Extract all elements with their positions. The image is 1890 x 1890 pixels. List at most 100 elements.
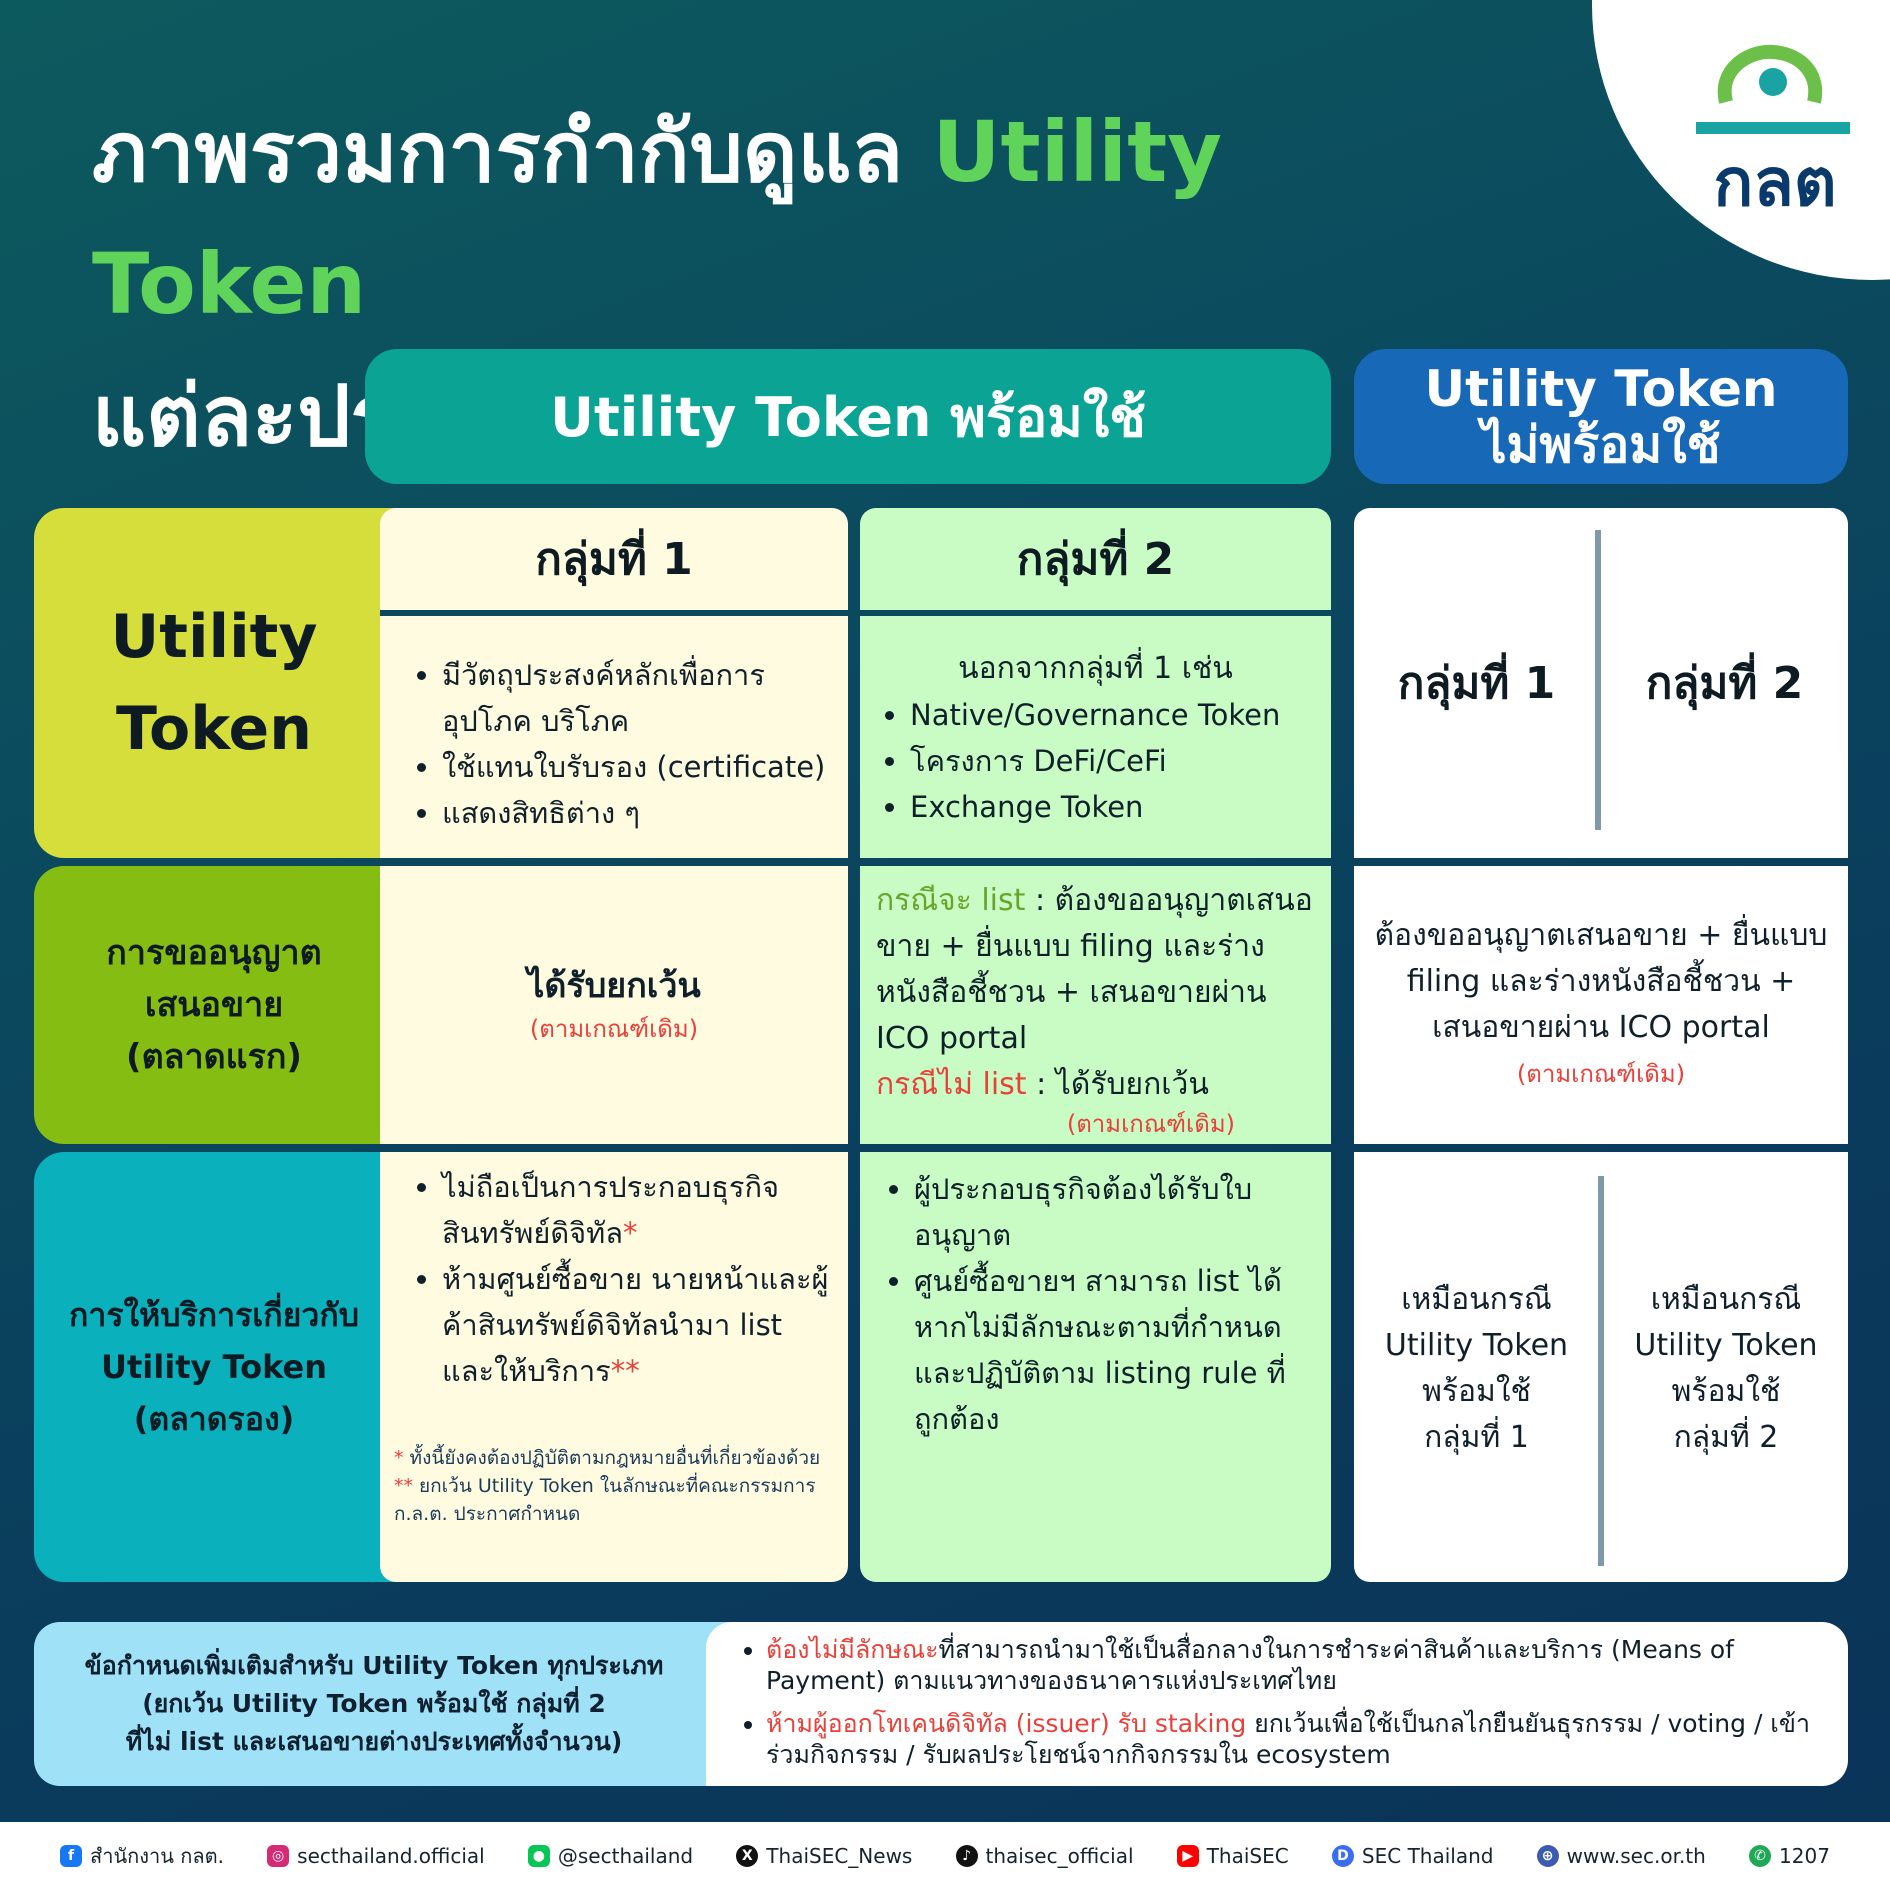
column-divider <box>1598 1176 1604 1566</box>
phone-icon: ✆ <box>1749 1845 1772 1867</box>
extra-label-line1: ข้อกำหนดเพิ่มเติมสำหรับ Utility Token ทุ… <box>84 1651 664 1680</box>
line: กลุ่มที่ 2 <box>1673 1420 1779 1455</box>
group2-title: กลุ่มที่ 2 <box>1016 534 1175 585</box>
list-item: ห้ามผู้ออกโทเคนดิจิทัล (issuer) รับ stak… <box>766 1708 1828 1770</box>
not-ready-secondary-g1: เหมือนกรณี Utility Token พร้อมใช้ กลุ่มท… <box>1354 1277 1599 1461</box>
extra-label-line2: (ยกเว้น Utility Token พร้อมใช้ กลุ่มที่ … <box>142 1689 606 1718</box>
item-text: ห้ามศูนย์ซื้อขาย นายหน้าและผู้ค้าสินทรัพ… <box>442 1262 829 1388</box>
footer-label: www.sec.or.th <box>1566 1844 1706 1868</box>
line: พร้อมใช้ <box>1671 1374 1781 1409</box>
header-ready: Utility Token พร้อมใช้ <box>365 349 1331 484</box>
footnotes: * ทั้งนี้ยังคงต้องปฏิบัติตามกฎหมายอื่นที… <box>394 1444 834 1528</box>
footer-label: 1207 <box>1779 1844 1830 1868</box>
facebook-icon: f <box>60 1845 82 1867</box>
extra-label-line3: ที่ไม่ list และเสนอขายต่างประเทศทั้งจำนว… <box>125 1727 623 1756</box>
footer-label: @secthailand <box>557 1844 694 1868</box>
not-ready-group1-title: กลุ่มที่ 1 <box>1397 658 1556 709</box>
title-highlight: Utility Token <box>92 103 1222 333</box>
row3-label-line1: การให้บริการเกี่ยวกับ <box>69 1296 359 1334</box>
footer-instagram[interactable]: ◎secthailand.official <box>267 1844 485 1868</box>
x-icon: X <box>736 1845 759 1867</box>
footer-x[interactable]: X ThaiSEC_News <box>736 1844 912 1868</box>
footer-bar: f สำนักงาน กลต. ◎secthailand.official ●@s… <box>0 1822 1890 1890</box>
list-item: ห้ามศูนย์ซื้อขาย นายหน้าและผู้ค้าสินทรัพ… <box>442 1256 838 1394</box>
footer-label: SEC Thailand <box>1361 1844 1494 1868</box>
list-item: ใช้แทนใบรับรอง (certificate) <box>442 744 838 790</box>
group2-primary-note: (ตามเกณฑ์เดิม) <box>1066 1110 1235 1138</box>
line: เหมือนกรณี <box>1650 1282 1802 1317</box>
list-item: ศูนย์ซื้อขายฯ สามารถ list ได้หากไม่มีลัก… <box>914 1258 1317 1442</box>
row2-label-line3: (ตลาดแรก) <box>126 1037 302 1077</box>
row3-label-line2: Utility Token <box>101 1348 327 1386</box>
group2-definition-cell: นอกจากกลุ่มที่ 1 เช่น Native/Governance … <box>860 616 1331 858</box>
row-label-primary-market: การขออนุญาต เสนอขาย (ตลาดแรก) <box>34 866 414 1144</box>
case-list-text: : ต้องขออนุญาตเสนอขาย + ยื่นแบบ filing แ… <box>876 883 1313 1056</box>
footer-label: secthailand.official <box>297 1844 485 1868</box>
footer-line[interactable]: ●@secthailand <box>527 1844 694 1868</box>
line: พร้อมใช้ <box>1422 1374 1531 1409</box>
header-not-ready: Utility Token ไม่พร้อมใช้ <box>1354 349 1848 484</box>
group1-definition-cell: มีวัตถุประสงค์หลักเพื่อการอุปโภค บริโภค … <box>380 616 848 858</box>
list-item: แสดงสิทธิต่าง ๆ <box>442 790 838 836</box>
footer-website[interactable]: ⊕ www.sec.or.th <box>1536 1844 1706 1868</box>
logo-text: กลต <box>1713 144 1837 221</box>
footer-youtube[interactable]: ▶ThaiSEC <box>1176 1844 1289 1868</box>
row1-label-line1: Utility <box>110 602 318 672</box>
item-red: ห้ามผู้ออกโทเคนดิจิทัล (issuer) รับ stak… <box>766 1709 1247 1738</box>
footnote-1: * ทั้งนี้ยังคงต้องปฏิบัติตามกฎหมายอื่นที… <box>394 1444 834 1472</box>
group1-secondary-list: ไม่ถือเป็นการประกอบธุรกิจสินทรัพย์ดิจิทั… <box>400 1164 838 1394</box>
list-item: มีวัตถุประสงค์หลักเพื่อการอุปโภค บริโภค <box>442 652 838 744</box>
footer-label: thaisec_official <box>985 1844 1134 1868</box>
case-list-label: กรณีจะ list <box>876 883 1026 918</box>
extra-requirements-content: ต้องไม่มีลักษณะที่สามารถนำมาใช้เป็นสื่อก… <box>706 1622 1848 1786</box>
list-item: Exchange Token <box>910 784 1321 830</box>
group2-secondary-list: ผู้ประกอบธุรกิจต้องได้รับใบอนุญาต ศูนย์ซ… <box>874 1166 1317 1442</box>
row1-label-line2: Token <box>116 694 312 764</box>
row-label-secondary-market: การให้บริการเกี่ยวกับ Utility Token (ตลา… <box>34 1152 414 1582</box>
footer-label: สำนักงาน กลต. <box>90 1844 224 1868</box>
title-thai: ภาพรวมการกำกับดูแล <box>92 103 904 201</box>
group2-primary-cell: กรณีจะ list : ต้องขออนุญาตเสนอขาย + ยื่น… <box>860 866 1331 1144</box>
line: เหมือนกรณี <box>1401 1282 1552 1317</box>
footer-label: ThaiSEC_News <box>766 1844 913 1868</box>
item-text: ที่สามารถนำมาใช้เป็นสื่อกลางในการชำระค่า… <box>766 1635 1734 1695</box>
globe-icon: ⊕ <box>1536 1845 1559 1867</box>
not-ready-primary-note: (ตามเกณฑ์เดิม) <box>1516 1060 1686 1088</box>
group1-secondary-cell: ไม่ถือเป็นการประกอบธุรกิจสินทรัพย์ดิจิทั… <box>380 1152 848 1582</box>
header-not-ready-line1: Utility Token <box>1424 359 1778 418</box>
case-no-list-label: กรณีไม่ list <box>876 1067 1027 1102</box>
list-item: โครงการ DeFi/CeFi <box>910 738 1321 784</box>
footer-phone[interactable]: ✆ 1207 <box>1749 1844 1830 1868</box>
row2-label-line2: เสนอขาย <box>144 985 284 1025</box>
footnote-2: ** ยกเว้น Utility Token ในลักษณะที่คณะกร… <box>394 1472 834 1528</box>
group1-primary-note: (ตามเกณฑ์เดิม) <box>529 1014 699 1043</box>
group1-title-cell: กลุ่มที่ 1 <box>380 508 848 616</box>
not-ready-primary-line1: ต้องขออนุญาตเสนอขาย + ยื่นแบบ <box>1374 918 1828 953</box>
column-divider <box>1595 530 1601 830</box>
group1-primary-main: ได้รับยกเว้น <box>527 965 701 1006</box>
extra-requirements-list: ต้องไม่มีลักษณะที่สามารถนำมาใช้เป็นสื่อก… <box>736 1634 1828 1770</box>
group2-intro: นอกจากกลุ่มที่ 1 เช่น <box>958 651 1233 686</box>
tiktok-icon: ♪ <box>955 1845 978 1867</box>
case-no-list-text: : ได้รับยกเว้น <box>1026 1067 1209 1102</box>
group2-secondary-cell: ผู้ประกอบธุรกิจต้องได้รับใบอนุญาต ศูนย์ซ… <box>860 1152 1331 1582</box>
row-label-utility-token: Utility Token <box>34 508 414 858</box>
group2-primary-case-list: กรณีจะ list : ต้องขออนุญาตเสนอขาย + ยื่น… <box>876 878 1315 1062</box>
extra-requirements-label: ข้อกำหนดเพิ่มเติมสำหรับ Utility Token ทุ… <box>34 1622 754 1786</box>
list-item: ต้องไม่มีลักษณะที่สามารถนำมาใช้เป็นสื่อก… <box>766 1634 1828 1696</box>
item-red: ต้องไม่มีลักษณะ <box>766 1635 939 1664</box>
group2-definition-list: Native/Governance Token โครงการ DeFi/CeF… <box>870 692 1321 830</box>
list-item: Native/Governance Token <box>910 692 1321 738</box>
footer-tiktok[interactable]: ♪ thaisec_official <box>955 1844 1134 1868</box>
group2-primary-case-no-list: กรณีไม่ list : ได้รับยกเว้น <box>876 1062 1315 1108</box>
not-ready-primary-line3: เสนอขายผ่าน ICO portal <box>1432 1010 1770 1045</box>
line: Utility Token <box>1384 1328 1569 1363</box>
footnote-1-mark: * <box>394 1447 404 1469</box>
group2-title-cell: กลุ่มที่ 2 <box>860 508 1331 616</box>
row3-label-line3: (ตลาดรอง) <box>133 1400 295 1438</box>
line: กลุ่มที่ 1 <box>1424 1420 1529 1455</box>
footer-facebook[interactable]: f สำนักงาน กลต. <box>60 1840 224 1872</box>
list-item: ผู้ประกอบธุรกิจต้องได้รับใบอนุญาต <box>914 1166 1317 1258</box>
